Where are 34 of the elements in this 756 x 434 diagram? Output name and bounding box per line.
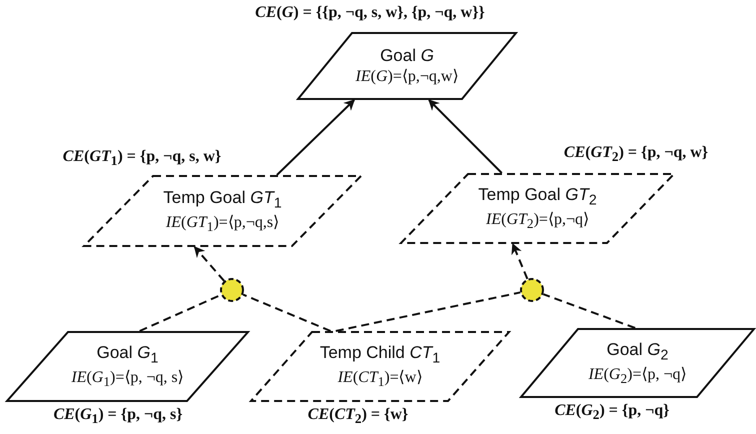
goal-parallelogram bbox=[297, 32, 517, 100]
goal-parallelogram bbox=[6, 331, 249, 402]
formula-text: IE(GT$_{1}$)=⟨p,¬q,s⟩ bbox=[166, 212, 280, 236]
temporary-goal-parallelogram bbox=[400, 173, 675, 244]
formula-text: IE(G)=⟨p,¬q,w⟩ bbox=[356, 66, 458, 87]
arrow bbox=[512, 242, 528, 280]
connector-line bbox=[542, 293, 636, 329]
formula-text: IE(G$_{1}$)=⟨p, ¬q, s⟩ bbox=[71, 368, 184, 391]
formula-text: IE(CT$_{1}$)=⟨w⟩ bbox=[338, 368, 422, 391]
arrow bbox=[276, 99, 355, 176]
node-title: Temp Goal GT$_{1}$ bbox=[163, 186, 282, 213]
node-title: Goal G bbox=[380, 44, 434, 67]
formula-text: CE(GT$_{1}$) = {p, ¬q, s, w} bbox=[62, 148, 222, 170]
arrow bbox=[194, 246, 225, 282]
junction-circle bbox=[220, 278, 244, 302]
formula-text: IE(G$_{2}$)=⟨p, ¬q⟩ bbox=[588, 364, 687, 388]
node-title: Temp Goal GT$_{2}$ bbox=[478, 184, 597, 210]
connector-line bbox=[242, 294, 331, 332]
node-title: Goal G$_{2}$ bbox=[606, 338, 668, 365]
connector-line bbox=[336, 291, 520, 332]
formula-text: CE(GT$_{2}$) = {p, ¬q, w} bbox=[564, 144, 708, 166]
arrow bbox=[428, 99, 502, 174]
temporary-goal-parallelogram bbox=[250, 331, 510, 402]
formula-text: CE(CT$_{2}$) = {w} bbox=[308, 406, 408, 428]
junction-circle bbox=[520, 278, 544, 302]
formula-text: CE(G$_{2}$) = {p, ¬q} bbox=[554, 402, 670, 424]
goal-parallelogram bbox=[520, 328, 755, 398]
temporary-goal-parallelogram bbox=[83, 175, 362, 247]
formula-text: IE(GT$_{2}$)=⟨p,¬q⟩ bbox=[486, 210, 589, 233]
formula-text: CE(G$_{1}$) = {p, ¬q, s} bbox=[53, 406, 183, 428]
node-title: Temp Child CT$_{1}$ bbox=[320, 342, 440, 368]
node-title: Goal G$_{1}$ bbox=[96, 342, 158, 368]
connector-line bbox=[139, 294, 222, 332]
formula-text: CE(G) = {{p, ¬q, s, w}, {p, ¬q, w}} bbox=[255, 4, 485, 22]
